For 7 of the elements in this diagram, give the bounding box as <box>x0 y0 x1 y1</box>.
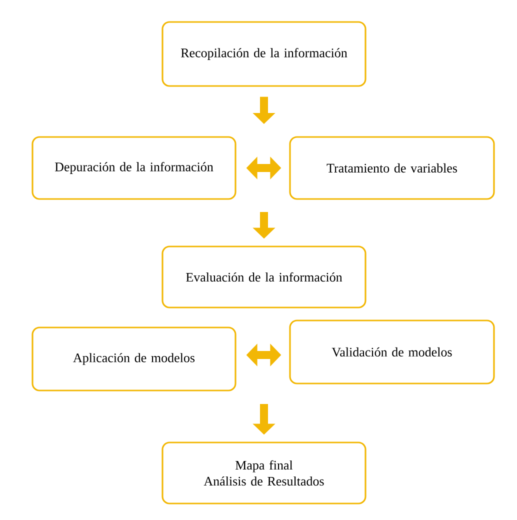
process-box: Evaluación de la información <box>162 246 366 308</box>
process-box: Depuración de la información <box>32 136 236 200</box>
process-box: Recopilación de la información <box>162 21 366 87</box>
process-box: Tratamiento de variables <box>289 136 495 200</box>
process-box: Aplicación de modelos <box>32 326 236 392</box>
process-box: Mapa final Análisis de Resultados <box>162 442 366 504</box>
process-box: Validación de modelos <box>289 320 495 384</box>
